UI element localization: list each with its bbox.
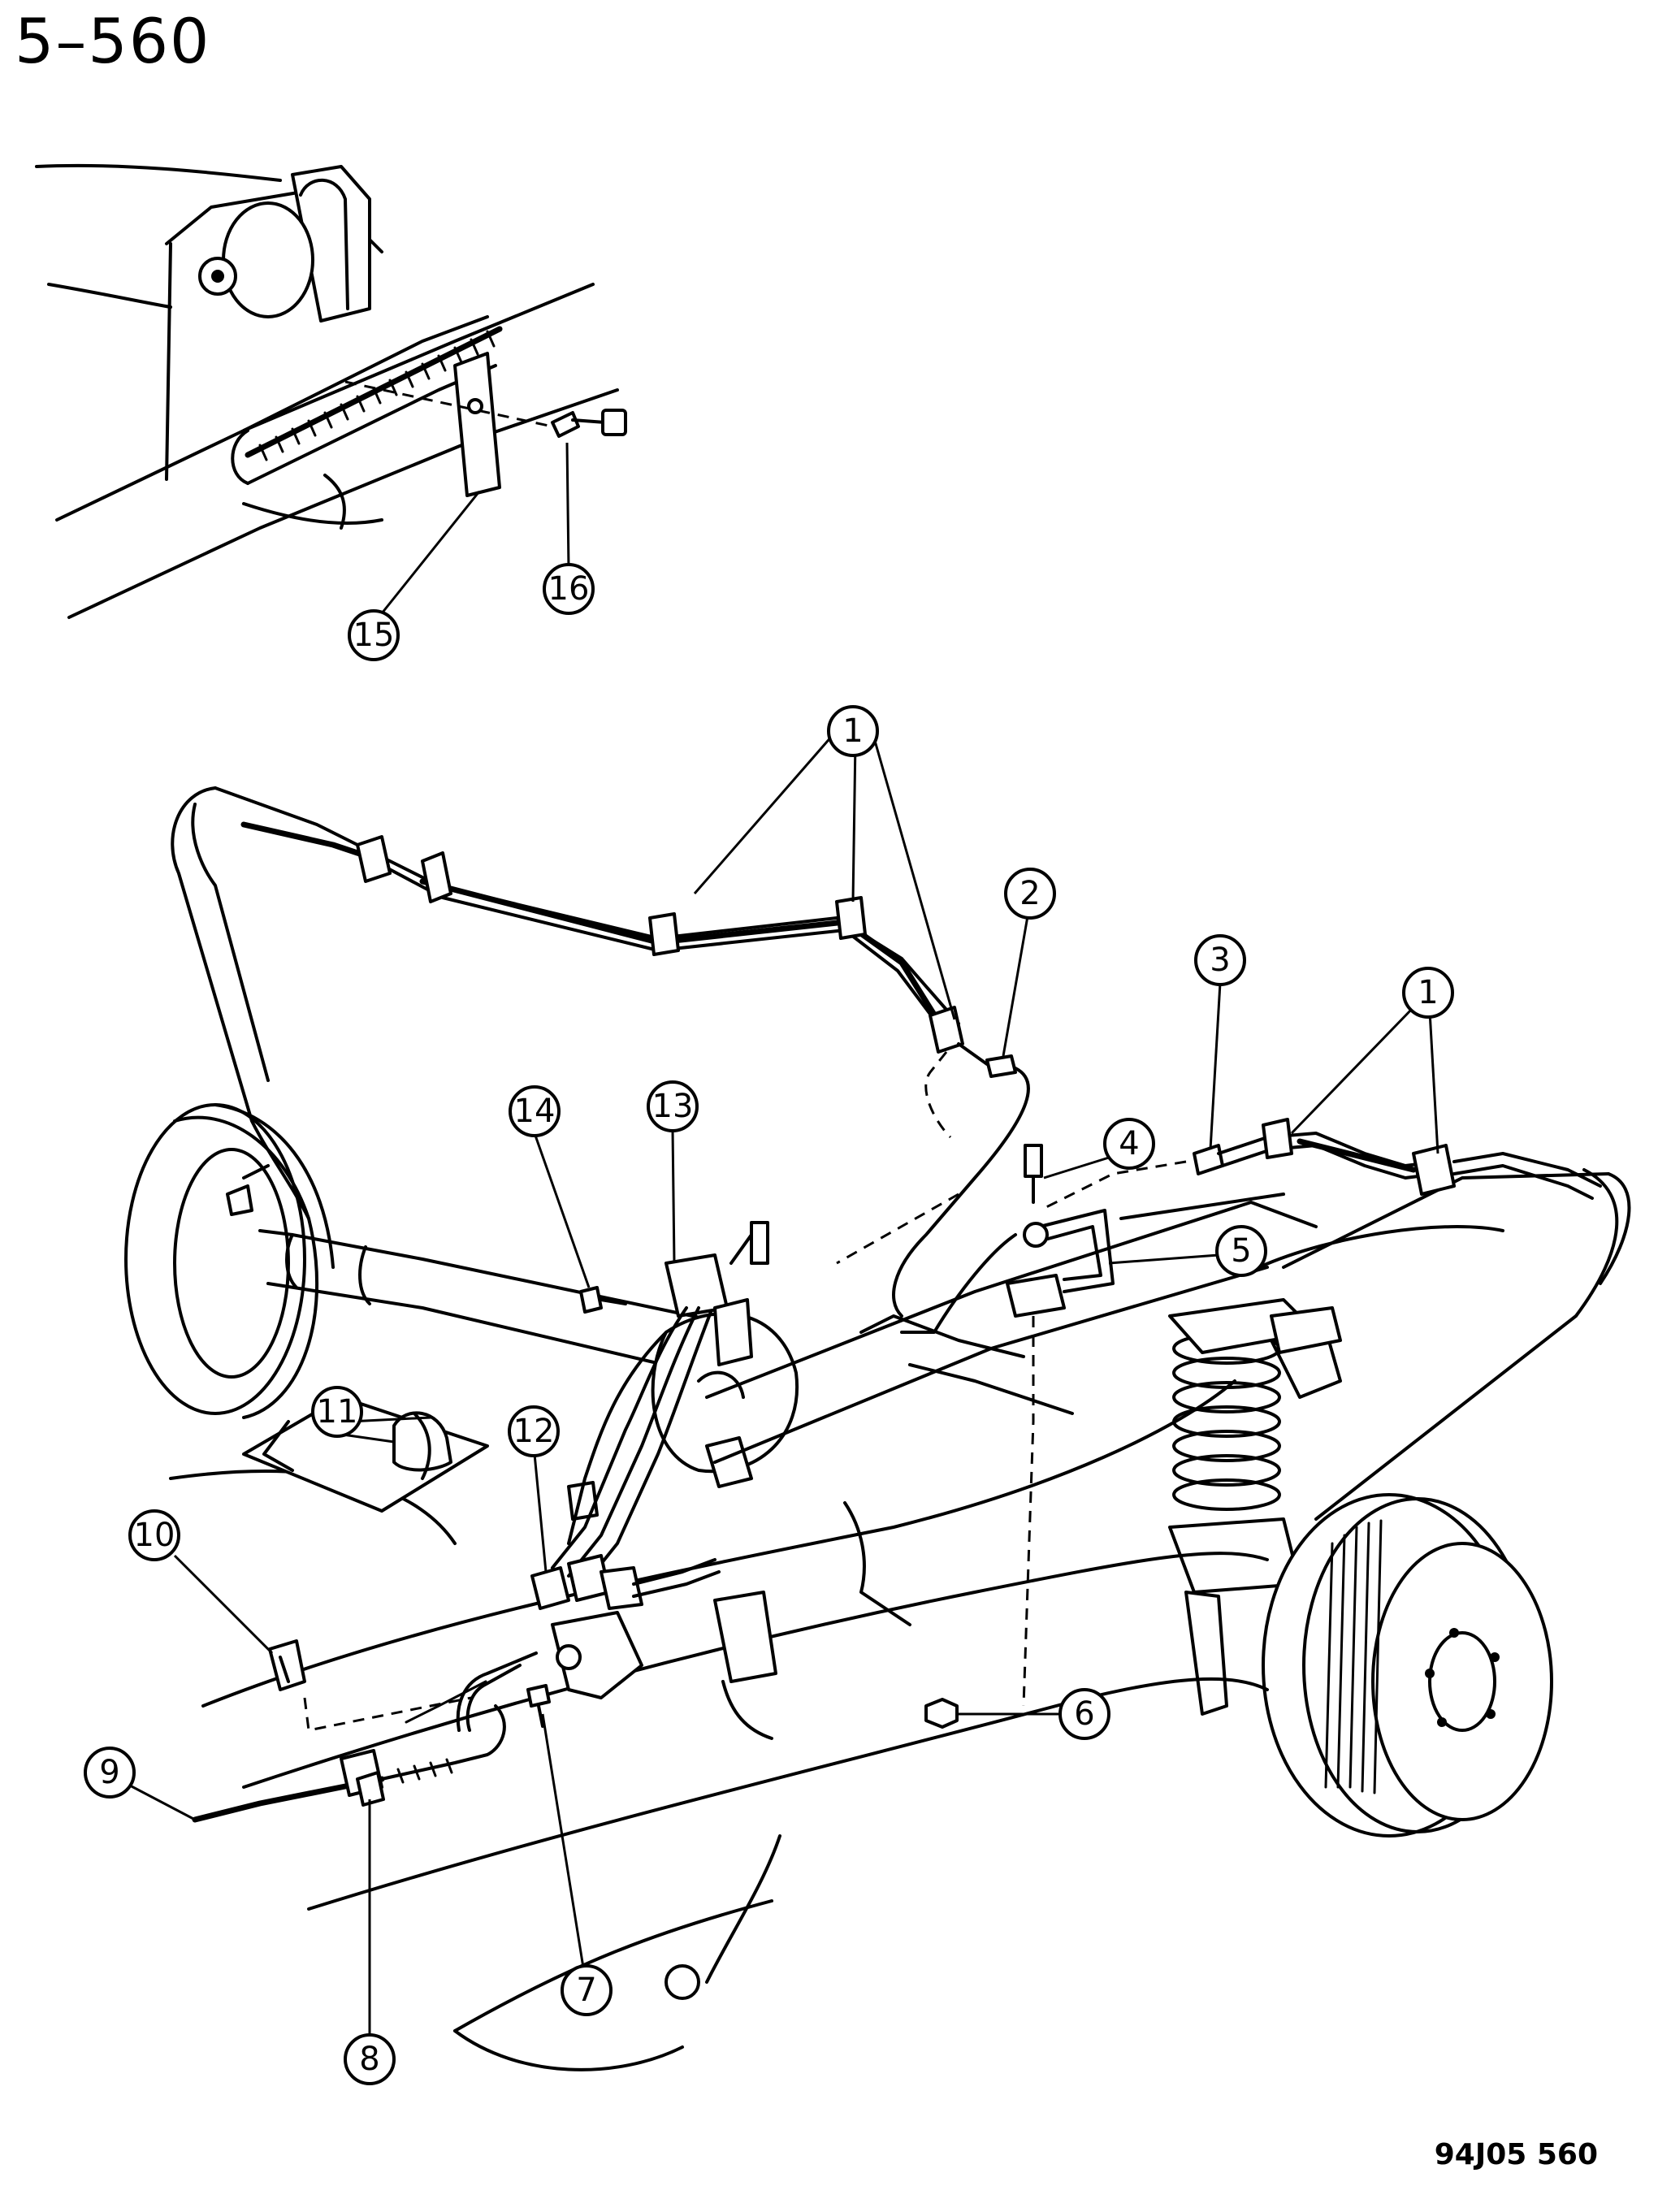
svg-text:13: 13 (652, 1088, 694, 1125)
callout-16: 16 (543, 563, 595, 615)
callout-2: 2 (1004, 868, 1056, 920)
inset-detail (35, 163, 627, 619)
callout-13: 13 (647, 1080, 699, 1132)
svg-text:11: 11 (317, 1393, 358, 1431)
svg-text:1: 1 (1418, 974, 1438, 1011)
page-title: 5–560 (15, 5, 211, 77)
svg-text:5: 5 (1231, 1232, 1251, 1270)
svg-text:4: 4 (1119, 1125, 1139, 1162)
callout-12: 12 (508, 1405, 560, 1457)
svg-text:14: 14 (514, 1093, 556, 1130)
callout-5: 5 (1215, 1225, 1267, 1277)
svg-text:16: 16 (548, 570, 590, 608)
svg-text:10: 10 (134, 1517, 175, 1554)
main-assembly (124, 786, 1631, 2071)
svg-text:9: 9 (99, 1754, 119, 1791)
svg-text:8: 8 (359, 2041, 379, 2078)
callout-1b: 1 (1402, 967, 1454, 1019)
callout-4: 4 (1103, 1118, 1155, 1170)
callout-11: 11 (311, 1386, 363, 1438)
callout-8: 8 (344, 2033, 396, 2085)
callout-14: 14 (509, 1085, 561, 1137)
svg-text:12: 12 (513, 1413, 555, 1450)
callout-1: 1 (827, 705, 879, 757)
svg-text:3: 3 (1210, 942, 1230, 979)
svg-text:7: 7 (576, 1972, 596, 2009)
callout-10: 10 (128, 1509, 180, 1561)
svg-text:6: 6 (1074, 1695, 1094, 1733)
svg-text:15: 15 (353, 617, 395, 654)
callouts: 1 1 2 3 4 5 (84, 563, 1454, 2085)
callout-9: 9 (84, 1747, 136, 1799)
callout-3: 3 (1194, 934, 1246, 986)
callout-15: 15 (348, 609, 400, 661)
svg-text:2: 2 (1019, 875, 1040, 912)
svg-text:1: 1 (842, 712, 863, 750)
callout-7: 7 (561, 1964, 613, 2016)
figure-code: 94J05 560 (1434, 2138, 1598, 2171)
callout-6: 6 (1058, 1688, 1110, 1740)
